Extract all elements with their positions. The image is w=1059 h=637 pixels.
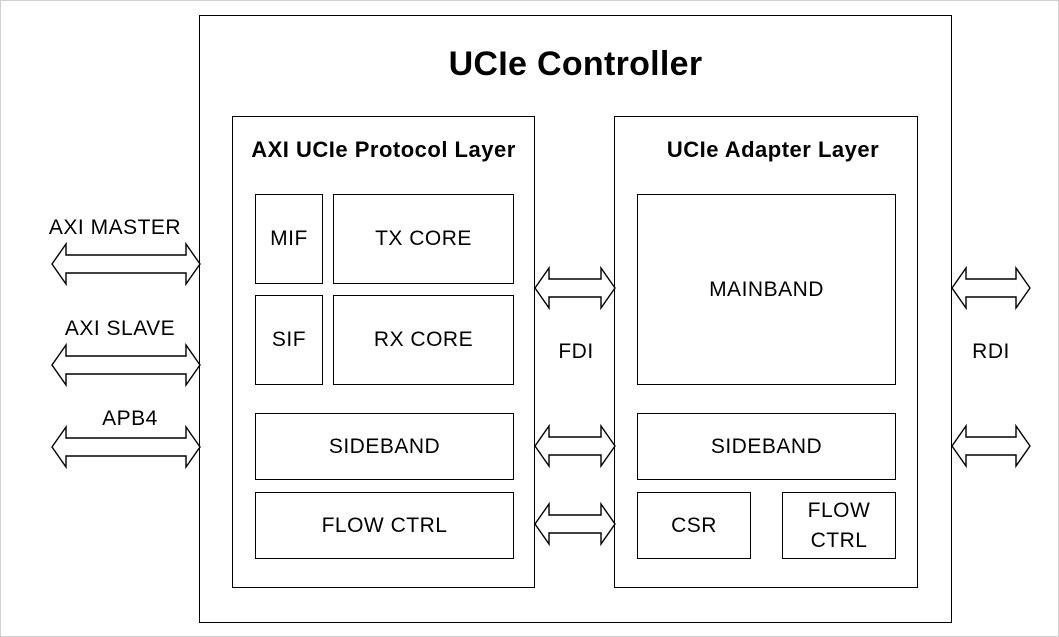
protocol-layer-title: AXI UCIe Protocol Layer <box>251 137 516 162</box>
flow-ctrl-line2: CTRL <box>810 528 868 552</box>
adapter-layer-title: UCIe Adapter Layer <box>666 137 880 162</box>
fdi-label: FDI <box>558 340 594 363</box>
rdi-mainband-arrow <box>951 265 1031 311</box>
rx-core-block: RX CORE <box>333 295 514 385</box>
rdi-sideband-arrow <box>951 423 1031 469</box>
adapter-sideband-block: SIDEBAND <box>637 413 896 480</box>
axi-slave-label: AXI SLAVE <box>64 317 176 340</box>
fdi-sideband-arrow <box>534 423 616 469</box>
fdi-mainband-arrow <box>534 265 616 311</box>
fdi-flow-ctrl-arrow <box>534 501 616 547</box>
adapter-flow-ctrl-block: FLOW CTRL <box>782 492 896 559</box>
apb4-label: APB4 <box>102 407 158 430</box>
axi-master-arrow <box>51 241 201 287</box>
rdi-label: RDI <box>972 340 1010 363</box>
tx-core-block: TX CORE <box>333 194 514 284</box>
protocol-sideband-block: SIDEBAND <box>255 413 514 480</box>
mif-block: MIF <box>255 194 323 284</box>
flow-ctrl-line1: FLOW <box>807 498 871 522</box>
protocol-flow-ctrl-block: FLOW CTRL <box>255 492 514 559</box>
mainband-block: MAINBAND <box>637 194 896 385</box>
csr-block: CSR <box>637 492 751 559</box>
apb4-arrow <box>51 424 201 470</box>
axi-master-label: AXI MASTER <box>48 216 182 239</box>
controller-title: UCIe Controller <box>448 45 703 83</box>
sif-block: SIF <box>255 295 323 385</box>
axi-slave-arrow <box>51 342 201 388</box>
